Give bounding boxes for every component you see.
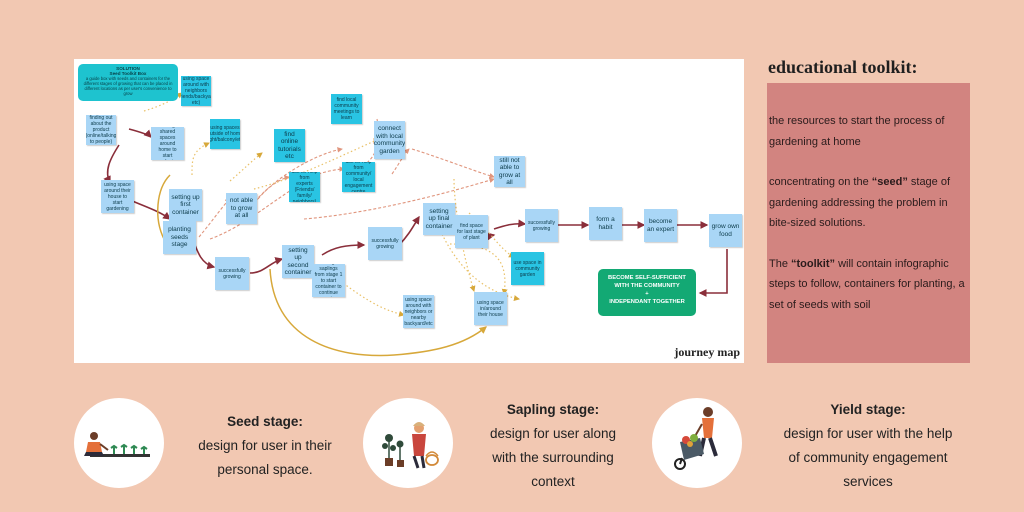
note-final-container: setting up final container <box>423 203 455 235</box>
toolkit-p3-pre: The <box>769 257 792 270</box>
seed-stage-desc-2: personal space. <box>217 462 313 477</box>
note-ask-experts: ask for help from experts (Friends/ fami… <box>289 172 320 202</box>
note-grow-own-food: grow own food <box>709 214 742 247</box>
solution-box: SOLUTION Seed Toolkit Box a guide box wi… <box>78 64 178 101</box>
goal-line-4: INDEPENDANT TOGETHER <box>609 299 685 305</box>
goal-box: BECOME SELF-SUFFICIENT WITH THE COMMUNIT… <box>598 269 696 316</box>
note-space-around-house: using space in/around their house <box>474 292 507 325</box>
yield-stage-desc-1: design for user with the help <box>783 426 953 441</box>
note-successfully-growing-1: successfully growing <box>215 257 249 290</box>
toolkit-paragraph-2: concentrating on the “seed” stage of gar… <box>769 172 968 234</box>
yield-stage-illustration <box>652 398 742 488</box>
note-around-house: using space around their house to start … <box>101 180 134 213</box>
note-neighbors-space: using space around with neighbors (frien… <box>181 76 211 106</box>
wheelbarrow-icon <box>674 407 718 470</box>
toolkit-p2-post: stage of gardening addressing the proble… <box>769 176 951 229</box>
person-planting-icon <box>84 432 150 457</box>
journey-map-caption: journey map <box>674 345 740 359</box>
note-still-not-able: still not able to grow at all <box>494 156 525 187</box>
sapling-stage-desc-1: design for user along <box>489 426 617 441</box>
note-connect-community-garden: connect with local community garden <box>374 121 405 159</box>
toolkit-p2-seed: “seed” <box>871 176 908 188</box>
note-ask-community: ask for help from community/ local engag… <box>342 162 375 192</box>
sapling-pots-icon <box>382 422 439 469</box>
note-form-habit: form a habit <box>589 207 622 240</box>
note-neighbors-backyard: using space around with neighbors or nea… <box>403 295 434 328</box>
toolkit-p3-post: will contain infographic steps to follow… <box>769 257 965 311</box>
seed-stage-desc-1: design for user in their <box>198 438 332 453</box>
note-online-tutorials: find online tutorials etc <box>274 129 305 162</box>
toolkit-paragraph-1: the resources to start the process of ga… <box>769 115 945 148</box>
note-successfully-growing-3: successfully growing <box>525 209 558 242</box>
note-using-saplings: using saplings from stage 1 to start con… <box>312 264 345 297</box>
journey-map-board: SOLUTION Seed Toolkit Box a guide box wi… <box>74 59 744 363</box>
note-space-last-stage: find space for last stage of plant <box>455 215 488 248</box>
sapling-stage-text: Sapling stage: design for user along wit… <box>468 398 638 494</box>
solution-body: a guide box with seeds and containers fo… <box>83 76 173 96</box>
yield-stage-desc-3: services <box>843 474 893 489</box>
note-community-garden-space: use space in community garden <box>511 252 544 285</box>
toolkit-p2-pre: concentrating on the <box>769 176 872 188</box>
sapling-stage-illustration <box>363 398 453 488</box>
note-become-expert: become an expert <box>644 209 677 242</box>
goal-line-2: WITH THE COMMUNITY <box>614 283 680 289</box>
sapling-stage-desc-3: context <box>531 474 575 489</box>
note-successfully-growing-2: successfully growing <box>368 227 402 260</box>
seed-stage-illustration <box>74 398 164 488</box>
note-not-able-grow: not able to grow at all <box>226 193 257 224</box>
goal-line-3: + <box>645 291 649 297</box>
solution-heading: SOLUTION <box>116 66 140 71</box>
note-finding-out: finding out about the product (online/ta… <box>86 115 116 145</box>
sapling-stage-desc-2: with the surrounding <box>492 450 614 465</box>
note-first-container: setting up first container <box>169 189 202 221</box>
toolkit-title: educational toolkit: <box>768 57 918 77</box>
goal-line-1: BECOME SELF-SUFFICIENT <box>608 275 686 281</box>
note-community-meetings: find local community meetings to learn <box>331 94 362 124</box>
yield-stage-desc-2: of community engagement <box>788 450 948 465</box>
seed-stage-text: Seed stage: design for user in their per… <box>180 410 350 482</box>
yield-stage-title: Yield stage: <box>830 402 906 417</box>
note-second-container: setting up second container <box>282 245 314 278</box>
toolkit-p3-toolkit: “toolkit” <box>791 257 836 270</box>
note-outside-home: using spaces outside of home (light/balc… <box>210 119 240 149</box>
toolkit-panel: the resources to start the process of ga… <box>767 83 970 363</box>
seed-stage-title: Seed stage: <box>227 414 303 429</box>
solution-subheading: Seed Toolkit Box <box>109 71 147 76</box>
toolkit-paragraph-3: The “toolkit” will contain infographic s… <box>769 254 968 316</box>
note-planting-seeds: planting seeds stage <box>163 221 196 254</box>
note-shared-spaces: finding shared spaces around home to sta… <box>151 127 184 160</box>
sapling-stage-title: Sapling stage: <box>506 402 600 417</box>
yield-stage-text: Yield stage: design for user with the he… <box>768 398 968 494</box>
loop-path <box>157 174 487 357</box>
